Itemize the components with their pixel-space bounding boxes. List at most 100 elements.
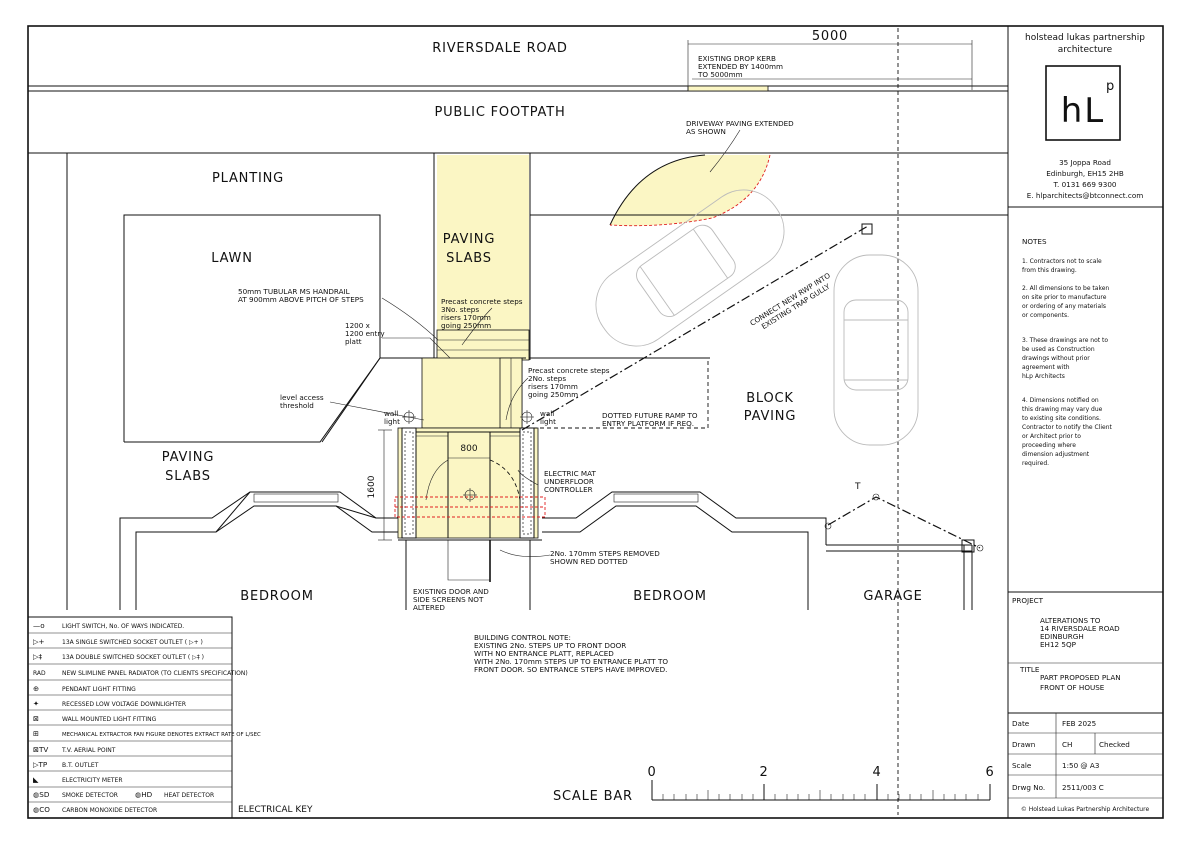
project-label: PROJECT [1012, 596, 1044, 605]
bc-note-1: BUILDING CONTROL NOTE: [474, 633, 571, 642]
key-row: ◣ELECTRICITY METER [33, 775, 123, 784]
project-4: EH12 5QP [1040, 640, 1077, 649]
title-1: PART PROPOSED PLAN [1040, 673, 1121, 682]
note-2-2: on site prior to manufacture [1022, 294, 1107, 301]
porch-floor [397, 427, 539, 539]
drop-kerb-line-1: EXISTING DROP KERB [698, 54, 776, 63]
logo-box [1045, 65, 1121, 141]
key-label: NEW SLIMLINE PANEL RADIATOR (TO CLIENTS … [62, 670, 248, 677]
note-4-3: to existing site conditions. [1022, 415, 1101, 422]
note-2-4: or components. [1022, 312, 1069, 319]
address-4: E. hlparchitects@btconnect.com [1027, 191, 1144, 200]
existing-door-2: SIDE SCREENS NOT [413, 595, 484, 604]
car-outline-angled [595, 189, 785, 347]
key-label: MECHANICAL EXTRACTOR FAN FIGURE DENOTES … [62, 732, 261, 738]
paving-slabs-top-1: PAVING [443, 232, 495, 247]
note-4-7: dimension adjustment [1022, 451, 1090, 458]
road-label: RIVERSDALE ROAD [432, 41, 567, 56]
key-label: CARBON MONOXIDE DETECTOR [62, 807, 157, 814]
electrical-key-table [27, 616, 233, 819]
firm-name-1: holstead lukas partnership [1025, 33, 1145, 43]
key-row: ⊕ PENDANT LIGHT FITTING [33, 684, 136, 693]
existing-door-1: EXISTING DOOR AND [413, 587, 489, 596]
scale-label: Scale [1012, 761, 1032, 770]
address-2: Edinburgh, EH15 2HB [1046, 169, 1124, 178]
precast2-line-3: risers 170mm [528, 382, 578, 391]
drawn-value: CH [1062, 740, 1072, 749]
key-label: 13A DOUBLE SWITCHED SOCKET OUTLET ( ▷‡ ) [62, 654, 204, 661]
future-ramp-outline [522, 357, 709, 429]
key-label: WALL MOUNTED LIGHT FITTING [62, 716, 157, 723]
platt-line-3: platt [345, 337, 362, 346]
planting-label: PLANTING [212, 171, 284, 186]
address-1: 35 Joppa Road [1059, 158, 1111, 167]
key-row: ✦RECESSED LOW VOLTAGE DOWNLIGHTER [33, 699, 186, 708]
precast2-line-1: Precast concrete steps [528, 366, 610, 375]
note-2-1: 2. All dimensions to be taken [1022, 285, 1109, 292]
note-3-4: agreement with [1022, 364, 1070, 371]
electrical-key-title: ELECTRICAL KEY [238, 805, 313, 815]
electric-mat-1: ELECTRIC MAT [544, 469, 596, 478]
key-label: 13A SINGLE SWITCHED SOCKET OUTLET ( ▷+ ) [62, 639, 203, 646]
scale-bar [651, 780, 991, 801]
t-mark: T [854, 482, 861, 492]
key-symbol: ⊕ [33, 684, 39, 693]
wall-light-l-1: wall [384, 409, 398, 418]
key-symbol: ⊞ [33, 729, 39, 738]
notes-title: NOTES [1022, 237, 1047, 246]
precast3-line-1: Precast concrete steps [441, 297, 523, 306]
car-outline-vertical [833, 254, 919, 446]
platt-line-2: 1200 entry [345, 329, 385, 338]
key-label: T.V. AERIAL POINT [61, 747, 116, 754]
precast3-line-3: risers 170mm [441, 313, 491, 322]
key-label: LIGHT SWITCH, No. OF WAYS INDICATED. [62, 623, 184, 630]
block-paving-1: BLOCK [746, 391, 794, 406]
key-row: —o LIGHT SWITCH, No. OF WAYS INDICATED. [33, 621, 184, 630]
block-paving-2: PAVING [744, 409, 796, 424]
handrail-line-1: 50mm TUBULAR MS HANDRAIL [238, 287, 350, 296]
scale-bar-label: SCALE BAR [553, 789, 633, 804]
date-value: FEB 2025 [1062, 719, 1096, 728]
precast2-line-2: 2No. steps [528, 374, 566, 383]
key-label: HEAT DETECTOR [164, 792, 214, 799]
bay-window-right [542, 491, 827, 545]
drawn-label: Drawn [1012, 740, 1035, 749]
note-1-2: from this drawing. [1022, 267, 1077, 274]
note-4-1: 4. Dimensions notified on [1022, 397, 1099, 404]
lawn-boundary [123, 214, 381, 442]
garage-label: GARAGE [863, 589, 922, 604]
paving-slabs-path [437, 155, 529, 330]
drwg-value: 2511/003 C [1062, 783, 1104, 792]
drop-kerb-line-2: EXTENDED BY 1400mm [698, 62, 783, 71]
note-4-4: Contractor to notify the Client [1022, 424, 1113, 431]
wall-light-r-2: light [540, 417, 556, 426]
drwg-label: Drwg No. [1012, 783, 1045, 792]
scale-tick-2: 2 [759, 765, 768, 780]
scale-value: 1:50 @ A3 [1062, 761, 1099, 770]
key-symbol: ⊠ [33, 714, 39, 723]
title-label: TITLE [1019, 665, 1040, 674]
key-symbol: ▷+ [33, 637, 45, 646]
logo-superscript: p [1106, 79, 1114, 94]
footpath-label: PUBLIC FOOTPATH [434, 105, 565, 120]
key-label: PENDANT LIGHT FITTING [62, 686, 136, 693]
dim-5000-label: 5000 [812, 29, 848, 44]
bc-note-4: WITH 2No. 170mm STEPS UP TO ENTRANCE PLA… [474, 657, 668, 666]
key-row: ⊠ WALL MOUNTED LIGHT FITTING [33, 714, 157, 723]
note-4-6: proceeding where [1022, 442, 1076, 449]
level-access-1: level access [280, 393, 324, 402]
platt-line-1: 1200 x [345, 321, 371, 330]
copyright: © Holstead Lukas Partnership Architectur… [1021, 806, 1150, 813]
note-1-1: 1. Contractors not to scale [1022, 258, 1102, 265]
key-symbol: ◣ [33, 775, 39, 784]
key-symbol: —o [33, 621, 45, 630]
key-symbol: ▷TP [33, 760, 48, 769]
bc-note-3: WITH NO ENTRANCE PLATT, REPLACED [474, 649, 614, 658]
precast2-line-4: going 250mm [528, 390, 578, 399]
key-symbol: ◍SD [33, 790, 50, 799]
note-4-2: this drawing may vary due [1022, 406, 1103, 413]
logo-mark: hL [1061, 91, 1106, 131]
